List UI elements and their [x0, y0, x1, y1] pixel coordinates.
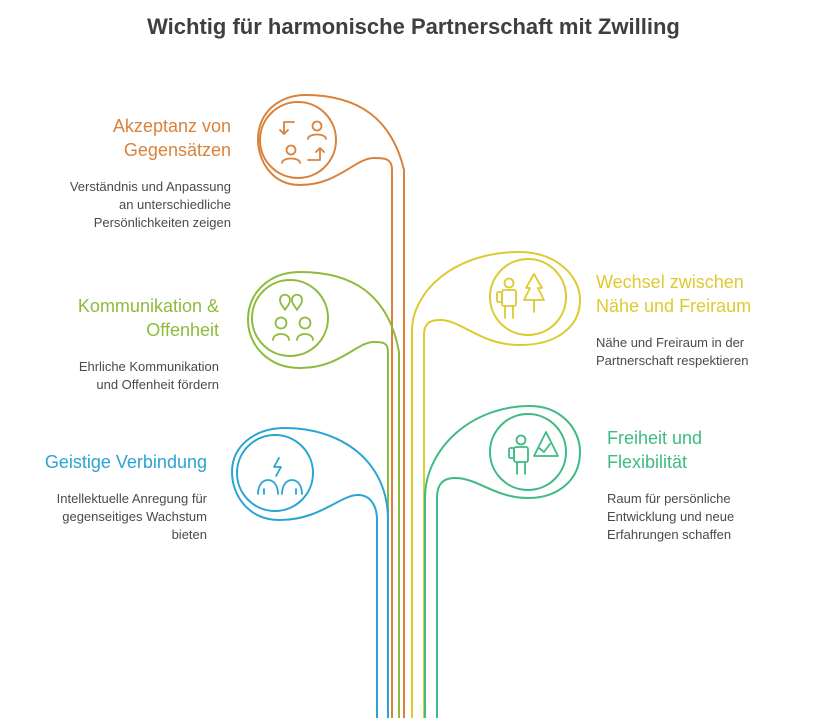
- heading-line: Nähe und Freiraum: [596, 296, 752, 316]
- heading-line: Offenheit: [146, 320, 219, 340]
- conversation-icon: [272, 293, 314, 341]
- stem-orange: [256, 93, 405, 718]
- stem-teal: [424, 404, 582, 718]
- desc-line: Ehrliche Kommunikation: [78, 359, 219, 374]
- item-acceptance-heading: Akzeptanz von Gegensätzen: [1, 114, 231, 162]
- desc-line: Partnerschaft respektieren: [596, 353, 749, 368]
- heading-line: Kommunikation &: [77, 296, 219, 316]
- item-closeness-space-heading: Wechsel zwischen Nähe und Freiraum: [596, 270, 816, 318]
- heading-line: Freiheit und: [607, 428, 703, 448]
- item-mental-connection: Geistige Verbindung Intellektuelle Anreg…: [0, 450, 207, 544]
- desc-line: Persönlichkeiten zeigen: [93, 215, 231, 230]
- desc-line: Entwicklung und neue: [607, 509, 735, 524]
- green-icon-circle: [251, 279, 329, 357]
- hiker-mountain-icon: [508, 431, 559, 475]
- item-communication-desc: Ehrliche Kommunikation und Offenheit för…: [0, 358, 219, 394]
- heading-line: Akzeptanz von: [112, 116, 231, 136]
- item-acceptance: Akzeptanz von Gegensätzen Verständnis un…: [1, 114, 231, 232]
- desc-line: bieten: [171, 527, 207, 542]
- mind-connection-icon: [257, 457, 303, 495]
- item-closeness-space-desc: Nähe und Freiraum in der Partnerschaft r…: [596, 334, 816, 370]
- desc-line: Nähe und Freiraum in der: [596, 335, 745, 350]
- heading-line: Wechsel zwischen: [596, 272, 744, 292]
- yellow-icon-circle: [489, 258, 567, 336]
- item-freedom: Freiheit und Flexibilität Raum für persö…: [607, 426, 817, 544]
- item-mental-connection-desc: Intellektuelle Anregung für gegenseitige…: [0, 490, 207, 544]
- orange-icon-circle: [259, 101, 337, 179]
- stem-blue: [230, 426, 389, 718]
- item-closeness-space: Wechsel zwischen Nähe und Freiraum Nähe …: [596, 270, 816, 370]
- exchange-people-icon: [279, 120, 327, 164]
- desc-line: Intellektuelle Anregung für: [56, 491, 207, 506]
- teal-icon-circle: [489, 413, 567, 491]
- item-acceptance-desc: Verständnis und Anpassung an unterschied…: [1, 178, 231, 232]
- desc-line: gegenseitiges Wachstum: [62, 509, 207, 524]
- item-communication-heading: Kommunikation & Offenheit: [0, 294, 219, 342]
- desc-line: an unterschiedliche: [118, 197, 231, 212]
- desc-line: Raum für persönliche: [607, 491, 731, 506]
- heading-line: Gegensätzen: [123, 140, 231, 160]
- page-title: Wichtig für harmonische Partnerschaft mi…: [147, 14, 680, 39]
- item-communication: Kommunikation & Offenheit Ehrliche Kommu…: [0, 294, 219, 394]
- stem-yellow: [411, 250, 582, 718]
- stem-green: [246, 270, 400, 718]
- item-mental-connection-heading: Geistige Verbindung: [0, 450, 207, 474]
- item-freedom-heading: Freiheit und Flexibilität: [607, 426, 817, 474]
- desc-line: und Offenheit fördern: [96, 377, 219, 392]
- hiker-tree-icon: [496, 273, 545, 319]
- item-freedom-desc: Raum für persönliche Entwicklung und neu…: [607, 490, 817, 544]
- desc-line: Erfahrungen schaffen: [607, 527, 732, 542]
- heading-line: Flexibilität: [607, 452, 688, 472]
- heading-line: Geistige Verbindung: [44, 452, 207, 472]
- blue-icon-circle: [236, 434, 314, 512]
- desc-line: Verständnis und Anpassung: [69, 179, 231, 194]
